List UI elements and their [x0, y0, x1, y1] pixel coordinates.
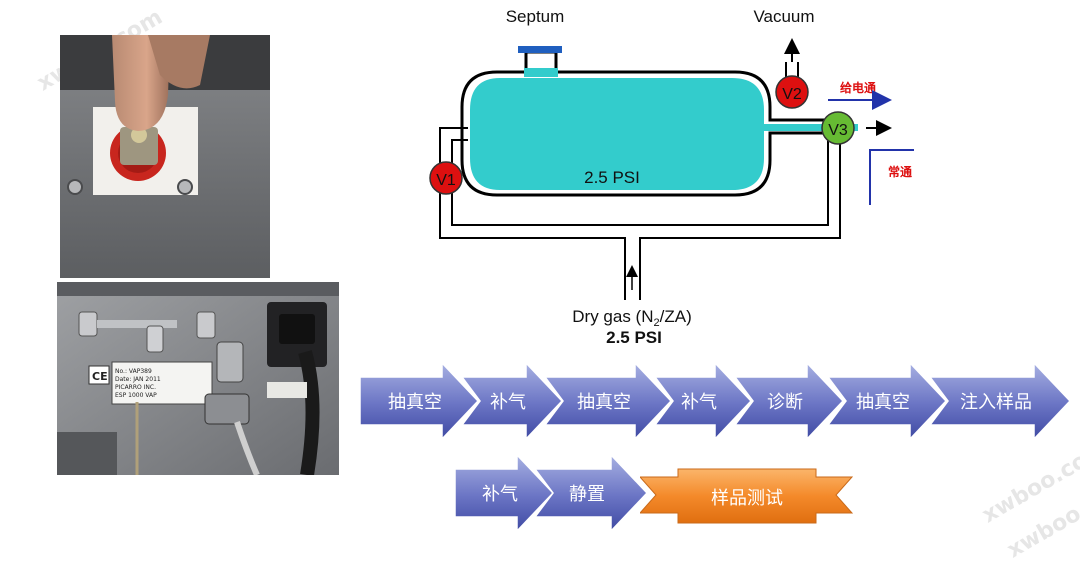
- flow-arrow-shape: [655, 363, 751, 439]
- gas-lines: [439, 127, 841, 300]
- vacuum-line: [784, 38, 800, 80]
- flow-step-label: 注入样品: [960, 392, 1032, 413]
- valve-v1-label: V1: [436, 172, 456, 189]
- sample-chamber: [470, 78, 858, 190]
- flow-step-label: 补气: [681, 392, 717, 413]
- flow-step-label: 抽真空: [856, 392, 910, 413]
- chamber-outline: [460, 70, 852, 197]
- flow-step-arrow: 注入样品: [930, 363, 1070, 439]
- flow-step-arrow: 补气: [462, 363, 562, 439]
- septum-photo: [60, 35, 270, 278]
- valve-v2: V2: [775, 75, 809, 109]
- flow-arrow-shape: [545, 363, 671, 439]
- flow-arrow-shape: [462, 363, 562, 439]
- flow-step-label: 诊断: [767, 392, 803, 413]
- flow-arrow-shape: [735, 363, 843, 439]
- valve-v3-label: V3: [828, 122, 848, 139]
- panel-label-2: Date: JAN 2011: [115, 376, 161, 383]
- instrument-panel-photo: CE No.: VAP389 Date: JAN 2011 PICARRO IN…: [57, 282, 339, 475]
- panel-label-1: No.: VAP389: [115, 368, 152, 375]
- vacuum-label: Vacuum: [753, 7, 814, 26]
- flow-step-arrow: 抽真空: [360, 363, 478, 439]
- flow-step-arrow: 静置: [535, 455, 647, 531]
- flow-step-label: 静置: [569, 484, 605, 505]
- chamber-pressure-label: 2.5 PSI: [584, 168, 640, 187]
- flow-step-arrow: 诊断: [735, 363, 843, 439]
- flow-step-arrow: 抽真空: [828, 363, 946, 439]
- septum-label: Septum: [506, 7, 565, 26]
- valve-v1: V1: [429, 161, 463, 195]
- svg-text:CE: CE: [92, 370, 108, 383]
- flow-step-arrow: 补气: [655, 363, 751, 439]
- flow-step-label: 抽真空: [577, 392, 631, 413]
- flow-arrow-shape: [535, 455, 647, 531]
- valve-v2-label: V2: [782, 86, 802, 103]
- panel-label-4: ESP 1000 VAP: [115, 392, 157, 399]
- valve-v3: V3: [821, 111, 855, 145]
- flow-step-label: 抽真空: [388, 392, 442, 413]
- panel-label-3: PICARRO INC.: [115, 384, 156, 391]
- sample-test-label: 样品测试: [711, 488, 783, 509]
- flow-step-label: 补气: [482, 484, 518, 505]
- flow-step-arrow: 抽真空: [545, 363, 671, 439]
- drygas-pressure-label: 2.5 PSI: [606, 328, 662, 347]
- flow-arrow-shape: [828, 363, 946, 439]
- drygas-label: Dry gas (N2/ZA): [572, 307, 691, 329]
- route-analyzer-label: 给电通: [840, 80, 876, 95]
- flow-step-arrow: 补气: [455, 455, 553, 531]
- flow-arrow-shape: [930, 363, 1070, 439]
- route-vent-label: 常通: [888, 164, 912, 179]
- vacuum-schematic: V1 V2 V3 Septum Vacuum 2.5 PSI Dry gas (…: [429, 7, 914, 347]
- flow-arrow-shape: [455, 455, 553, 531]
- flow-step-label: 补气: [490, 392, 526, 413]
- septum-cap: [518, 46, 562, 53]
- route-vent-bracket: [869, 149, 914, 205]
- sample-test-step: 样品测试: [640, 465, 855, 527]
- flow-arrow-shape: [360, 363, 478, 439]
